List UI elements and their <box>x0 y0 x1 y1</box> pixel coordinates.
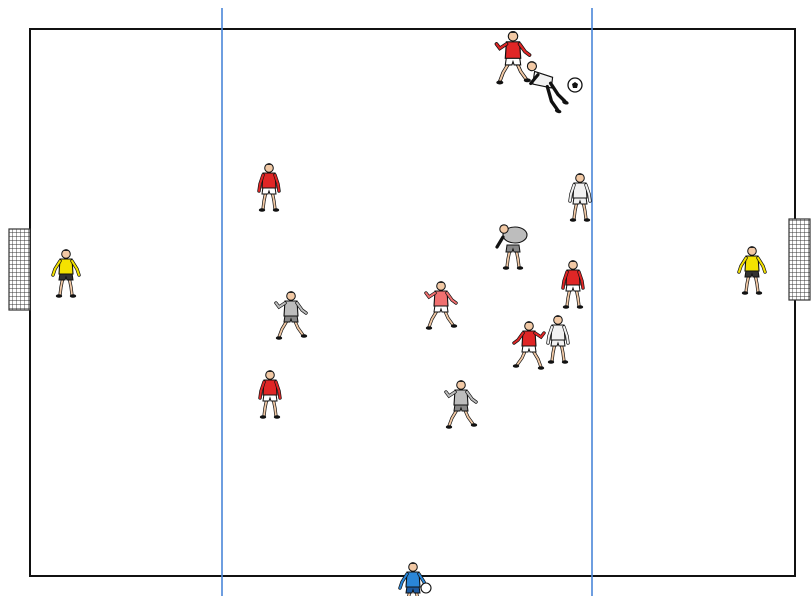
player-red-1 <box>496 31 531 84</box>
field-boundary <box>30 29 795 576</box>
player-white-9 <box>548 315 568 364</box>
goal-right <box>789 219 810 300</box>
goal-left <box>9 229 30 310</box>
soccer-ball <box>568 78 582 92</box>
goalkeeper-yellow-14 <box>739 246 765 295</box>
player-grey-7 <box>276 291 307 340</box>
player-grey-5 <box>497 225 527 270</box>
goalkeeper-yellow-13 <box>53 249 79 298</box>
coach-blue-15 <box>400 562 431 596</box>
player-red-3 <box>259 163 279 212</box>
player-grey-12 <box>446 380 477 429</box>
player-white-4 <box>570 173 590 222</box>
player-red-11 <box>260 370 280 419</box>
player-red_light-8 <box>426 281 457 330</box>
player-red-10 <box>513 321 544 370</box>
player-red-6 <box>563 260 583 309</box>
